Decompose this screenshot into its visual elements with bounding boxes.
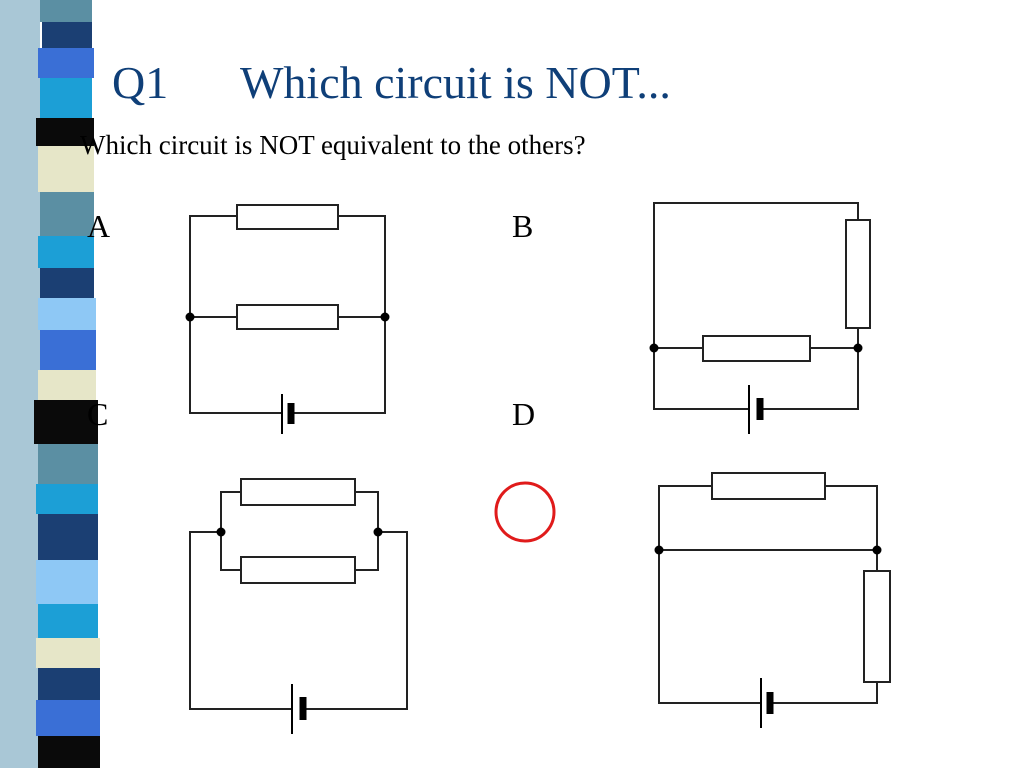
strip-band: [36, 560, 98, 604]
resistor: [240, 478, 356, 506]
slide-title: Q1 Which circuit is NOT...: [112, 56, 671, 109]
strip-band: [38, 444, 98, 484]
strip-band: [40, 192, 94, 236]
strip-band: [40, 78, 92, 118]
option-label-a: A: [87, 208, 111, 244]
wire: [653, 348, 859, 410]
option-label-c: C: [87, 396, 109, 432]
junction-node: [853, 343, 863, 353]
strip-band: [42, 22, 92, 48]
question-number: Q1: [112, 57, 169, 108]
strip-band: [40, 0, 92, 22]
resistor: [702, 335, 811, 362]
resistor: [236, 204, 339, 230]
strip-band: [34, 400, 98, 444]
strip-band: [38, 668, 100, 700]
circuit-b: [649, 202, 871, 434]
strip-band: [40, 330, 96, 370]
strip-band: [0, 0, 40, 768]
circuit-a: [185, 204, 390, 434]
option-label-d: D: [512, 396, 536, 432]
strip-band: [36, 118, 94, 146]
junction-node: [373, 527, 383, 537]
junction-node: [380, 312, 390, 322]
wire: [220, 532, 379, 571]
strip-band: [40, 268, 94, 298]
wire: [189, 215, 386, 317]
resistor: [240, 556, 356, 584]
wire: [658, 550, 878, 704]
resistor: [863, 570, 891, 683]
wire: [189, 317, 386, 414]
strip-band: [36, 700, 100, 736]
question-text: Which circuit is NOT equivalent to the o…: [80, 130, 586, 160]
option-label-b: B: [512, 208, 534, 244]
resistor: [845, 219, 871, 329]
strip-band: [38, 370, 96, 400]
junction-node: [216, 527, 226, 537]
junction-node: [872, 545, 882, 555]
junction-node: [654, 545, 664, 555]
strip-band: [36, 484, 98, 514]
wire: [653, 202, 859, 348]
red-circle-icon: [494, 481, 556, 543]
wire: [658, 485, 878, 550]
strip-band: [38, 298, 96, 330]
strip-band: [38, 146, 94, 192]
wire: [220, 491, 379, 532]
strip-band: [38, 236, 94, 268]
strip-graphic: [0, 0, 100, 768]
strip-band: [38, 736, 100, 768]
strip-band: [38, 604, 98, 638]
circuit-d: [654, 472, 891, 728]
circuit-c: [189, 478, 408, 734]
strip-band: [36, 638, 100, 668]
junction-node: [185, 312, 195, 322]
strip-band: [38, 48, 94, 78]
junction-node: [649, 343, 659, 353]
resistor: [711, 472, 826, 500]
decorative-strip: [0, 0, 120, 768]
resistor: [236, 304, 339, 330]
title-text: Which circuit is NOT...: [240, 57, 671, 108]
strip-band: [38, 514, 98, 560]
wire: [189, 531, 408, 710]
